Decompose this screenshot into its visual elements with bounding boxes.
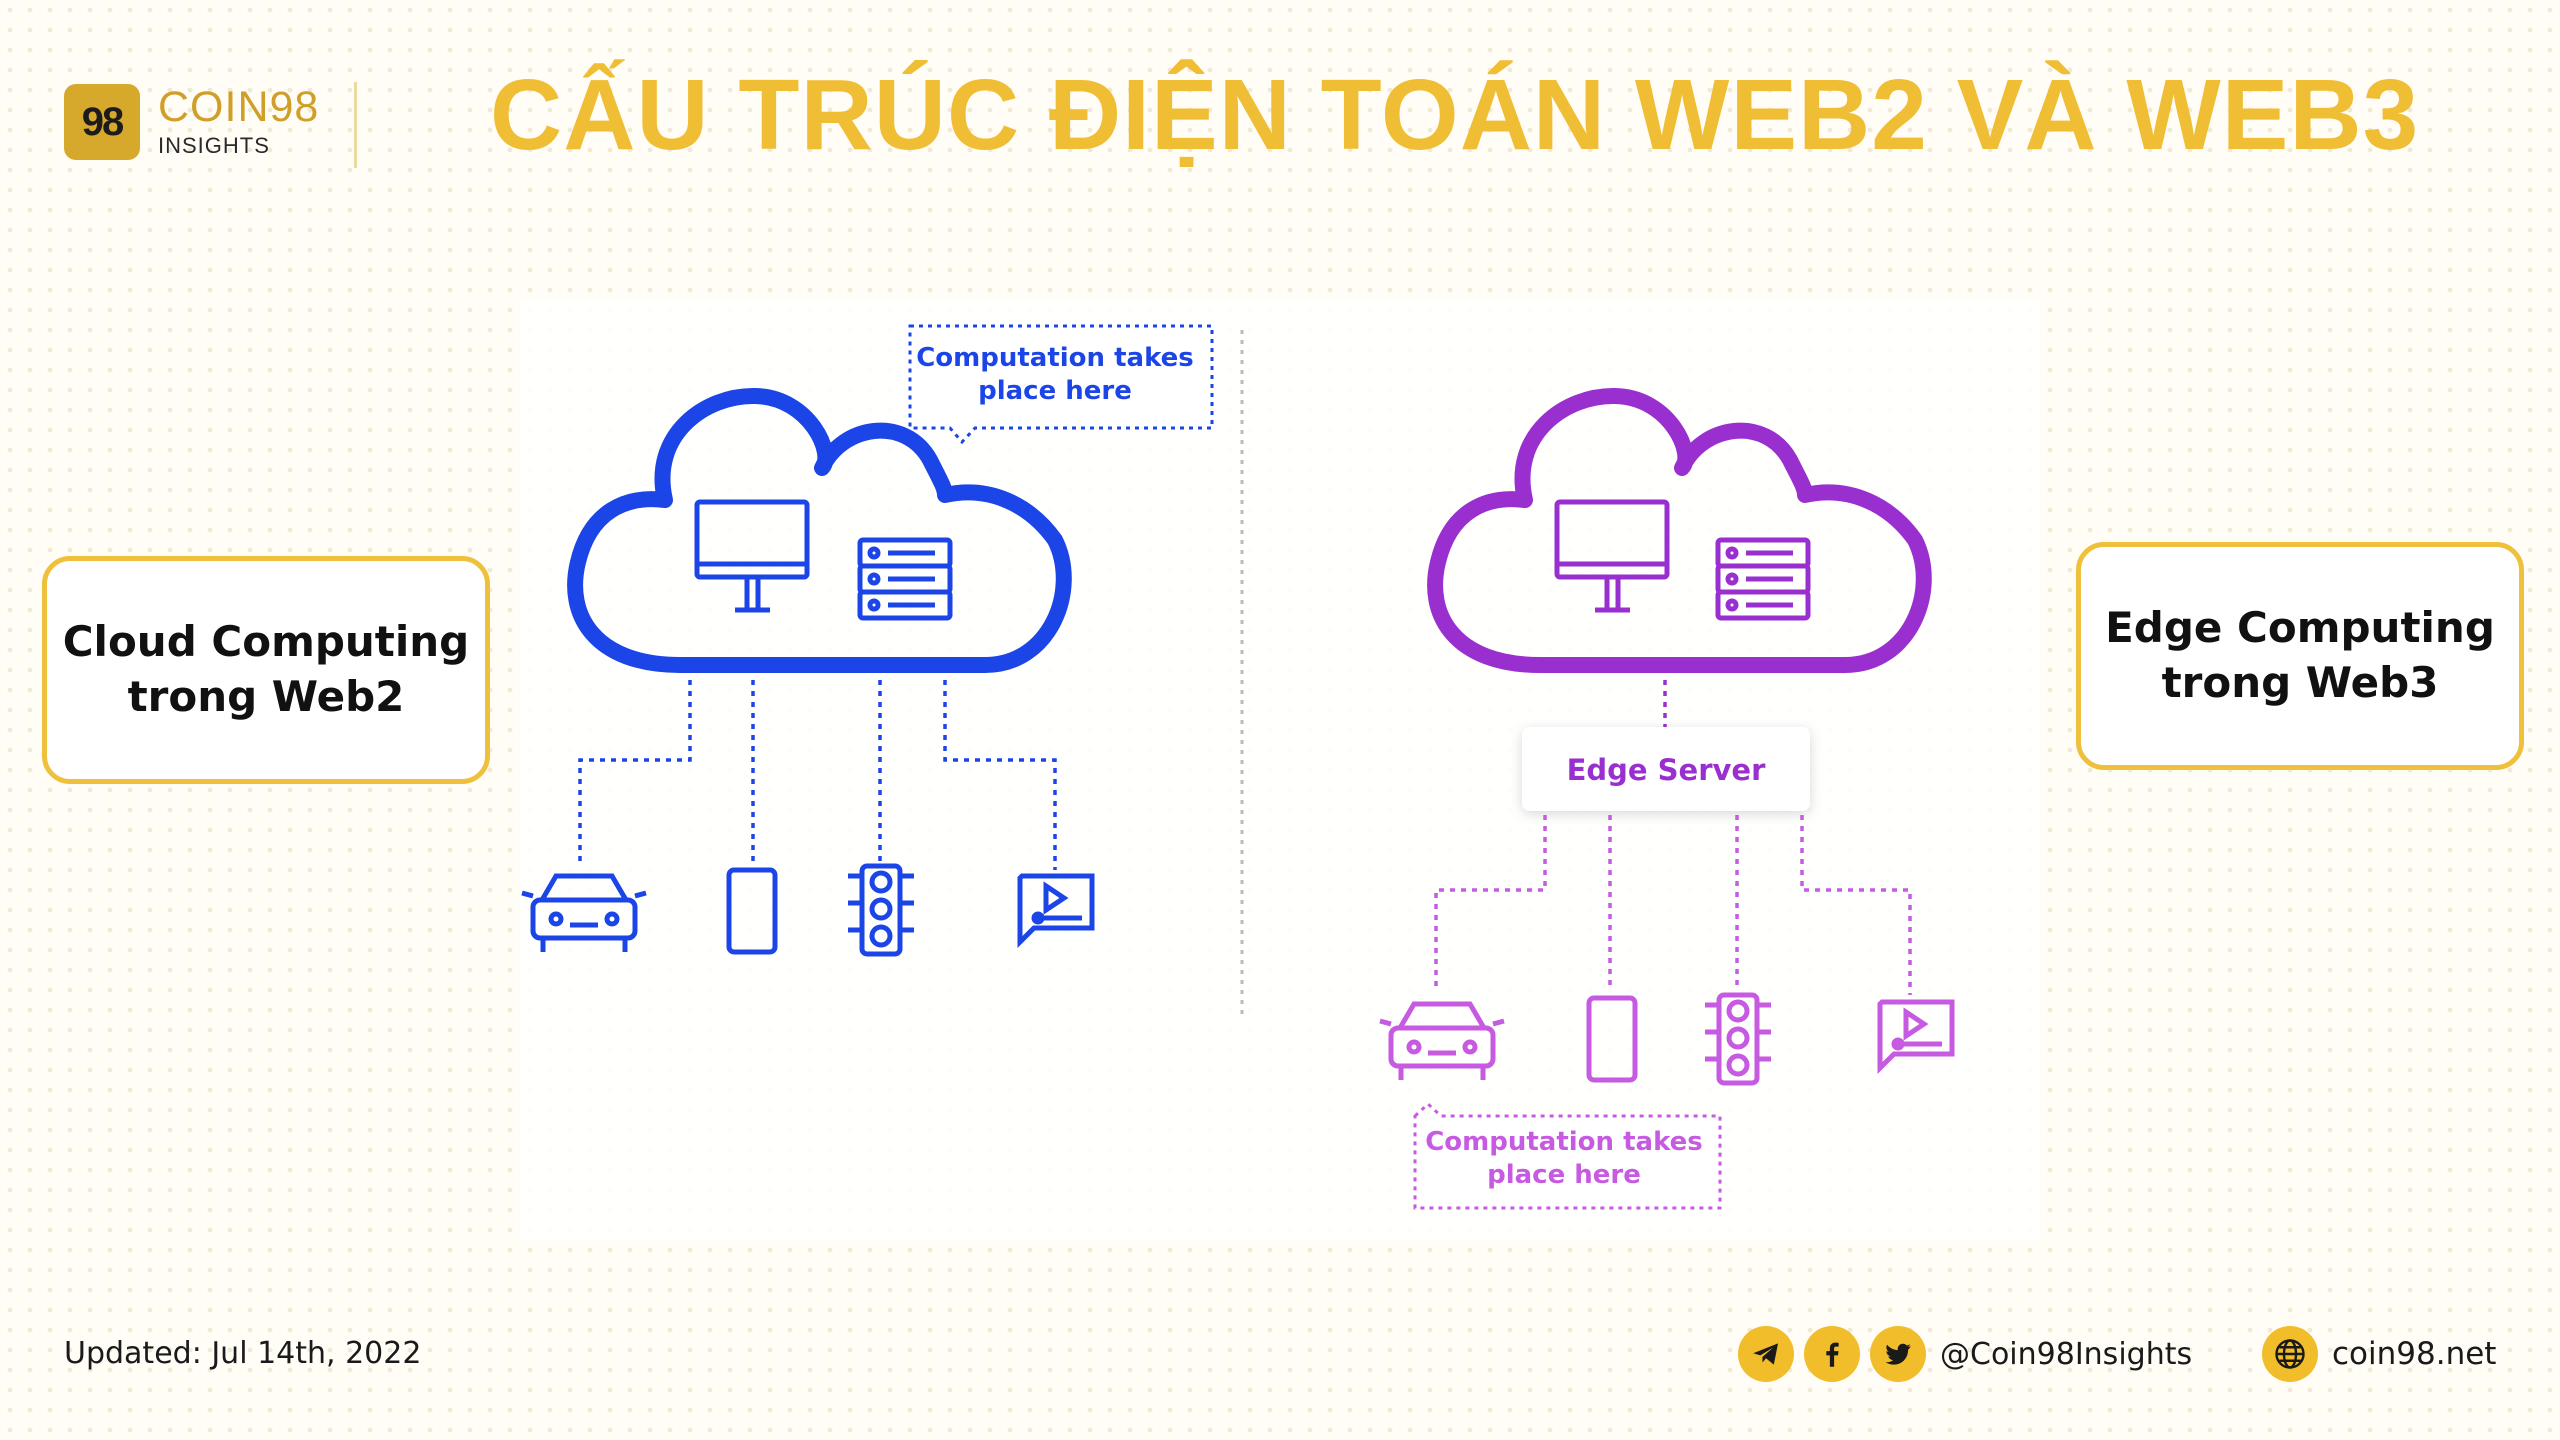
- web2-connectors: [578, 680, 1057, 870]
- globe-icon: [2262, 1326, 2318, 1382]
- twitter-icon[interactable]: [1870, 1326, 1926, 1382]
- social-handle[interactable]: @Coin98Insights: [1940, 1336, 2193, 1372]
- web3-server-icon: [1715, 537, 1811, 621]
- web2-video-chat-icon: [1017, 873, 1095, 949]
- web3-traffic-light-icon: [1705, 992, 1771, 1086]
- web3-monitor-icon: [1554, 499, 1670, 613]
- edge-computing-label: Edge Computing trong Web3: [2076, 542, 2524, 770]
- updated-date: Updated: Jul 14th, 2022: [64, 1336, 422, 1371]
- header-divider: [354, 82, 357, 168]
- brand-name: COIN98: [158, 82, 320, 131]
- web2-callout-line1: Computation takes: [916, 343, 1194, 373]
- edge-computing-label-line2: trong Web3: [2161, 658, 2439, 707]
- cloud-computing-label: Cloud Computing trong Web2: [42, 556, 490, 784]
- web2-server-icon: [857, 537, 953, 621]
- web3-cloud: [1427, 387, 1932, 673]
- cloud-computing-label-line2: trong Web2: [127, 672, 405, 721]
- web2-monitor-icon: [694, 499, 810, 613]
- web3-connectors: [1434, 815, 1912, 995]
- page-title: CẤU TRÚC ĐIỆN TOÁN WEB2 VÀ WEB3: [490, 59, 2420, 171]
- web3-video-chat-icon: [1877, 999, 1955, 1075]
- coin98-logo-mark: 98: [64, 84, 140, 160]
- web2-phone-icon: [726, 867, 778, 955]
- facebook-icon[interactable]: [1804, 1326, 1860, 1382]
- website-url[interactable]: coin98.net: [2332, 1336, 2497, 1372]
- web3-callout-bubble: [1413, 1101, 1722, 1210]
- edge-server-label: Edge Server: [1567, 753, 1767, 787]
- coin98-logo: 98 COIN98 INSIGHTS: [64, 84, 319, 160]
- web2-callout-line2: place here: [978, 376, 1132, 406]
- edge-computing-label-line1: Edge Computing: [2105, 603, 2495, 653]
- edge-server-box: [1522, 727, 1810, 811]
- web2-callout-bubble: [908, 324, 1214, 445]
- web2-cloud: [567, 387, 1072, 673]
- brand-sub: INSIGHTS: [158, 132, 270, 158]
- diagram-panel: [520, 300, 2040, 1240]
- cloud-computing-label-line1: Cloud Computing: [62, 617, 470, 667]
- social-links: @Coin98Insights: [1738, 1326, 2192, 1382]
- web3-phone-icon: [1586, 995, 1638, 1083]
- web3-callout-line2: place here: [1487, 1160, 1641, 1190]
- web2-traffic-light-icon: [848, 863, 914, 957]
- web3-car-icon: [1379, 1001, 1505, 1080]
- website-link[interactable]: coin98.net: [2262, 1326, 2496, 1382]
- telegram-icon[interactable]: [1738, 1326, 1794, 1382]
- web2-car-icon: [521, 873, 647, 952]
- web3-callout-line1: Computation takes: [1425, 1127, 1703, 1157]
